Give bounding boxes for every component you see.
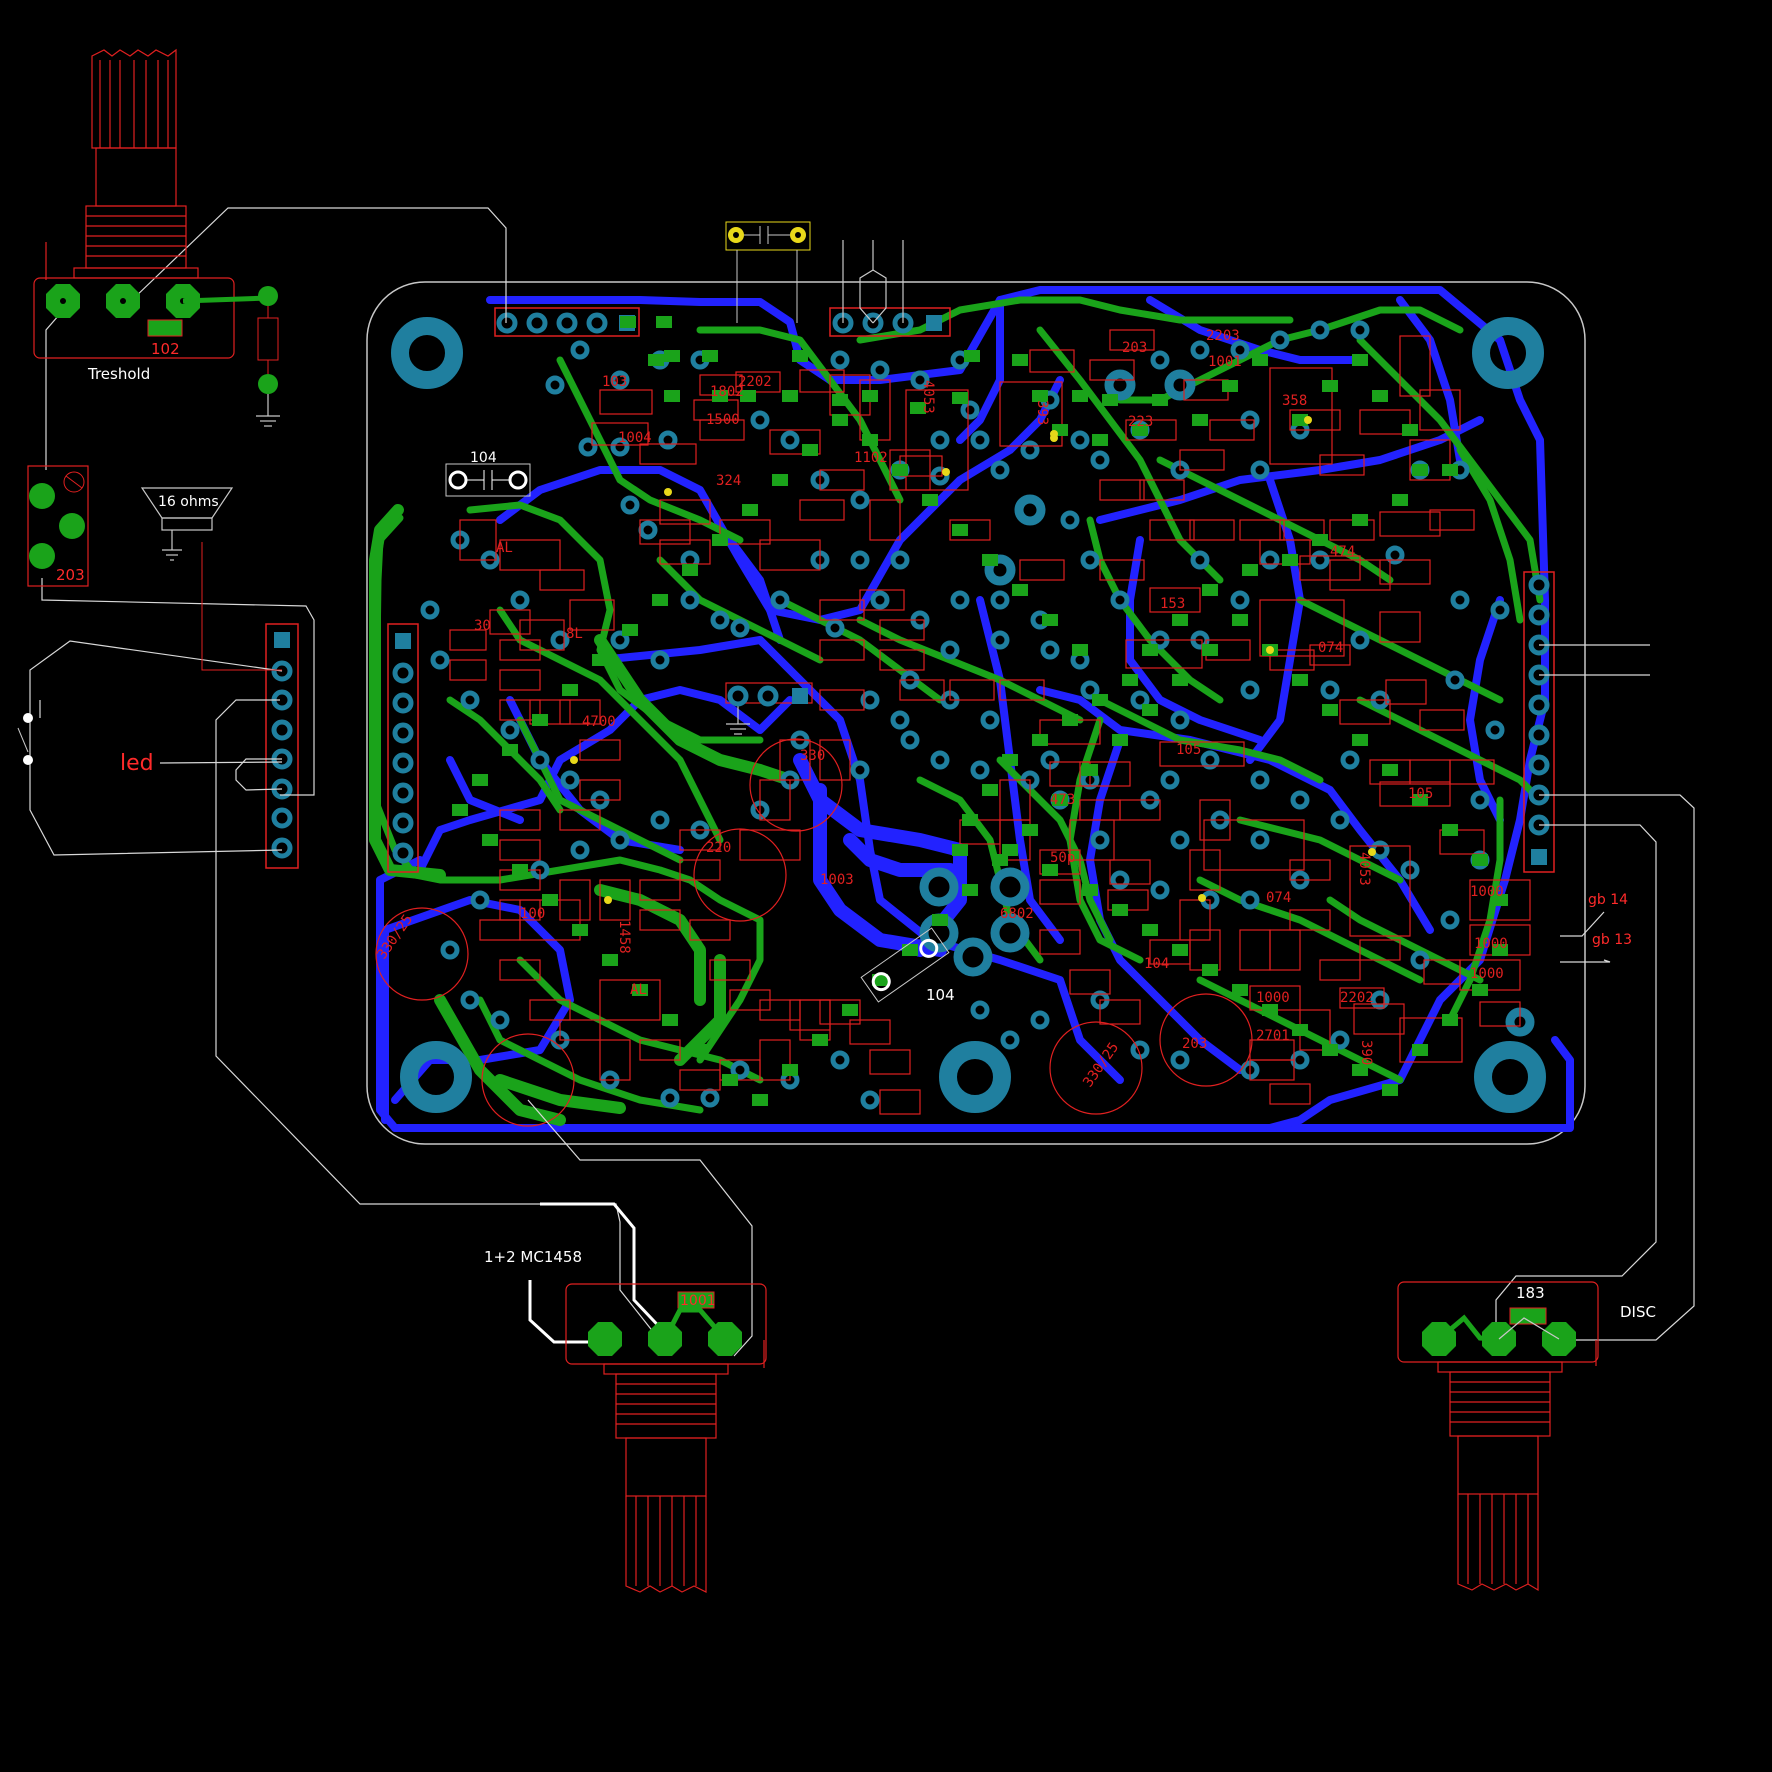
component-label: 1802 [710,384,744,400]
wire-mc1458-2 [528,1280,606,1344]
component-label: AL [496,540,513,556]
component-label: 2202 [1340,990,1374,1006]
label-led: led [120,751,154,776]
component-label: 220 [706,840,731,856]
label-mc1458: 1+2 MC1458 [484,1248,582,1266]
component-label: AL [630,982,647,998]
component-label: 1001 [1208,354,1242,370]
component-label: 474 [1330,544,1355,560]
component-label: 103 [602,374,627,390]
component-label: 1458 [616,920,632,954]
component-label: 4053 [920,380,936,414]
label-pot-left-value: 102 [151,340,180,358]
silkscreen-layer [449,316,1531,1115]
component-label: 105 [1408,786,1433,802]
mounting-hole-bl [400,1041,472,1113]
component-label: 30 [474,618,491,634]
component-label: 153 [1160,596,1185,612]
label-disc: DISC [1620,1303,1656,1321]
mounting-holes [391,317,1546,1113]
component-label: 330 [800,748,825,764]
component-label: 074 [1266,890,1291,906]
electrolytic-capacitors [375,738,1253,1127]
header-external-left [265,623,299,869]
component-label: 1004 [618,430,652,446]
vias [420,320,1510,1110]
component-label: 2203 [1206,328,1240,344]
component-label: 104 [1144,956,1169,972]
component-label: 4053 [1356,852,1372,886]
component-label: 1500 [706,412,740,428]
label-speaker: 16 ohms [158,494,219,510]
component-label: 6802 [1000,906,1034,922]
trimmer-203 [27,465,89,587]
capacitor-104-top [445,463,531,497]
mounting-hole-br [1474,1041,1546,1113]
capacitor-104-mid [860,927,950,1003]
component-label: 203 [1182,1036,1207,1052]
component-label: 1000 [1474,936,1508,952]
label-cap-top-left: 104 [470,450,497,466]
ground-symbol-2 [726,696,750,735]
label-treshold: Treshold [87,365,150,383]
label-trimmer-value: 203 [56,566,85,584]
label-pot-bottom-value: 1001 [680,1293,716,1309]
component-label: 393 [1034,400,1050,425]
component-label: 074 [1318,640,1343,656]
transistor-top-outline [842,240,904,324]
label-gb13: gb 13 [1592,932,1632,948]
component-label: 1003 [820,872,854,888]
potentiometer-mc1458 [565,1283,767,1593]
component-label: 8L [566,626,583,642]
top-copper-thick [369,504,796,1126]
component-label: 1000 [1256,990,1290,1006]
label-gb14: gb 14 [1588,892,1628,908]
speaker-symbol [140,487,234,561]
header-left-board [387,623,419,873]
wire-speaker [201,542,282,671]
label-cap-mid: 104 [926,986,955,1004]
ground-symbol-1 [256,394,280,427]
component-label: 2202 [738,374,772,390]
component-label: 2701 [1256,1028,1290,1044]
component-label: 358 [1282,393,1307,409]
component-label: 105 [1176,742,1201,758]
component-label: 223 [1128,414,1153,430]
component-label: 203 [1122,340,1147,356]
potentiometer-disc [1397,1281,1599,1592]
mounting-hole-tl [391,317,463,389]
pot-resistor-102 [147,319,183,337]
board-outline [366,281,1586,1145]
capacitor-top-yellow [725,221,811,323]
potentiometer-treshold [33,48,235,359]
header-right-board [1523,571,1555,873]
component-label: 100 [520,906,545,922]
mounting-hole-tr [1472,317,1544,389]
component-label: 473 [1050,792,1075,808]
component-label: 1000 [1470,884,1504,900]
component-label: 390 [1358,1040,1374,1065]
external-wiring [29,207,1695,1357]
bottom-copper-thick [793,753,967,957]
label-pot-right-value: 183 [1516,1284,1545,1302]
wire-mc1458 [540,1202,672,1340]
component-label: 1102 [854,450,888,466]
component-label: 1000 [1470,966,1504,982]
switch-symbol [17,713,33,765]
component-label: 324 [716,473,741,489]
mounting-hole-bm [939,1041,1011,1113]
component-label: 4700 [582,714,616,730]
component-label: 50p [1050,850,1075,866]
